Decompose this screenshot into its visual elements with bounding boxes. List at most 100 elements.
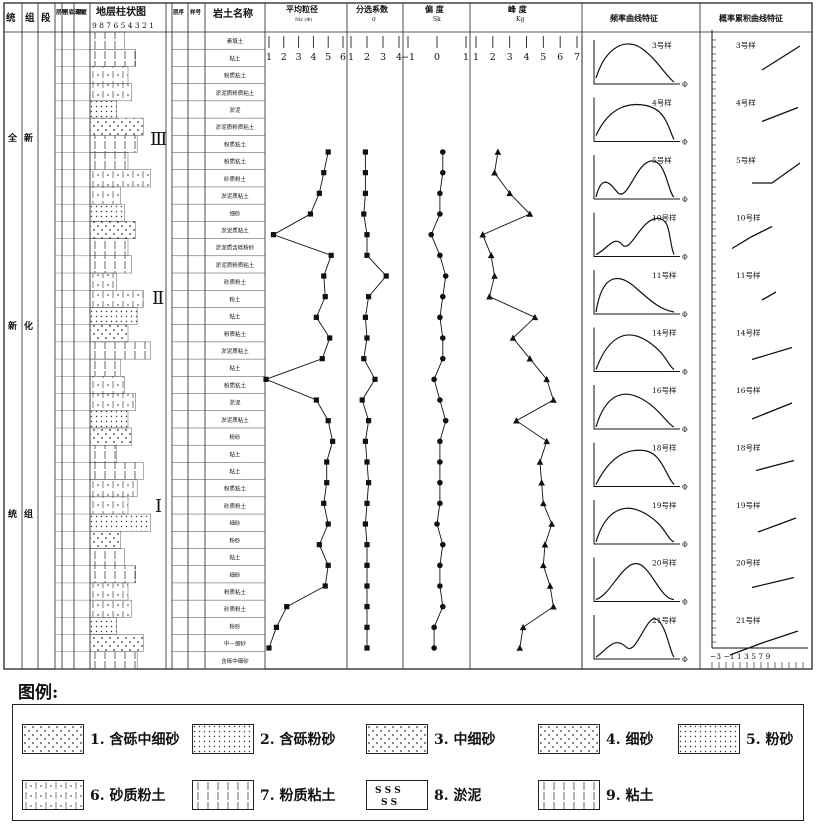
- axis-tick-label: 0: [434, 52, 440, 63]
- prob-curve: [751, 402, 793, 420]
- axis-tick-label: −1: [401, 52, 415, 63]
- prob-panel: 14号样: [736, 328, 793, 361]
- header-grain-scale: 9 8 7 6 5 4 3 2 1: [92, 21, 154, 30]
- axis-tick-label: 1: [266, 52, 272, 63]
- data-point: [536, 458, 544, 465]
- data-point: [372, 376, 378, 382]
- stratum-layer: [89, 479, 138, 498]
- stratum-layer: [89, 341, 151, 360]
- freq-curve: [595, 43, 675, 83]
- data-point: [543, 437, 550, 445]
- data-point: [362, 521, 368, 527]
- prob-sample-label: 16号样: [736, 385, 761, 395]
- prob-curve: [751, 346, 793, 361]
- svg-text:S S S: S S S: [375, 786, 401, 796]
- data-point: [540, 561, 547, 569]
- data-point: [516, 644, 524, 651]
- lithology-list: 素填土粘土粉质粘土淤泥质粉质粘土淤泥淤泥质粉质粘土粉质粘土粉质粘土砂质粉土淤泥质…: [172, 37, 265, 670]
- stratum-layer: [89, 272, 117, 291]
- data-point: [362, 438, 368, 444]
- strat-zu: 组: [24, 508, 33, 520]
- freq-curve: [595, 393, 675, 428]
- lithology-name: 粉质粘土: [224, 72, 247, 80]
- legend-item-9: 9. 粘土: [538, 780, 654, 810]
- lithology-name: 粘土: [229, 554, 241, 562]
- data-point: [437, 479, 443, 486]
- prob-curve: [761, 291, 777, 301]
- freq-sample-label: 5号样: [652, 155, 672, 165]
- data-point: [506, 189, 513, 197]
- header-mz-sub: Mz (Φ): [295, 16, 312, 23]
- data-point: [538, 479, 545, 486]
- prob-curve: [752, 162, 801, 184]
- legend-item-6: 6. 砂质粉土: [22, 780, 166, 810]
- axis-tick-label: 7: [574, 52, 580, 63]
- prob-sample-label: 10号样: [736, 213, 761, 223]
- data-point: [531, 313, 539, 321]
- freq-curve: [595, 507, 675, 543]
- legend-label-9: 9. 粘土: [606, 788, 654, 804]
- data-point: [321, 273, 327, 279]
- data-point: [541, 541, 549, 548]
- data-point: [324, 480, 330, 486]
- data-point: [366, 294, 372, 300]
- data-point: [437, 562, 443, 569]
- segment-I: Ⅰ: [155, 496, 162, 517]
- axis-tick-label: 4: [523, 52, 529, 63]
- stratum-layer: [89, 444, 117, 463]
- stratum-layer: [89, 513, 151, 532]
- prob-sample-label: 18号样: [736, 443, 761, 453]
- strat-quan: 全: [7, 132, 18, 144]
- header-sort: 分选系数: [356, 4, 389, 14]
- legend-title: 图例:: [18, 683, 59, 703]
- legend-label-3: 3. 中细砂: [434, 732, 496, 748]
- data-point: [550, 396, 557, 403]
- axis-tick-label: 3: [507, 52, 513, 63]
- data-point: [361, 356, 367, 362]
- header-zu: 组: [25, 12, 35, 24]
- stratigraphy-labels: 全 新 新 化 统 组 Ⅲ Ⅱ Ⅰ: [7, 129, 167, 520]
- prob-sample-label: 11号样: [736, 270, 761, 280]
- prob-panel: 20号样: [736, 558, 795, 589]
- legend-swatch-7: [192, 780, 254, 810]
- header-lithology: 岩土名称: [212, 7, 253, 20]
- data-point: [540, 499, 547, 507]
- data-point: [364, 500, 370, 506]
- stratum-layer: [89, 565, 136, 584]
- stratum-layer: [89, 307, 138, 325]
- lithology-name: 粉质粘土: [224, 140, 247, 148]
- data-point: [270, 232, 277, 238]
- phi-label: Φ: [682, 196, 688, 204]
- svg-text:S S: S S: [381, 798, 397, 808]
- data-point: [313, 397, 319, 403]
- strata-column: [55, 31, 151, 670]
- prob-panel: 11号样: [736, 270, 777, 301]
- header-kg-sub: Kg: [516, 16, 524, 23]
- data-point: [366, 480, 372, 486]
- data-point: [440, 603, 446, 610]
- prob-sample-label: 14号样: [736, 328, 761, 338]
- lithology-name: 淤泥质粘土: [221, 226, 249, 234]
- data-point: [325, 149, 331, 155]
- axis-tick-label: 2: [364, 52, 370, 63]
- stratum-layer: [89, 83, 132, 102]
- header-mz: 平均粒径: [286, 4, 318, 14]
- legend-swatch-8: S S S S S: [366, 780, 428, 810]
- phi-label: Φ: [682, 254, 688, 262]
- phi-label: Φ: [682, 311, 688, 319]
- data-point: [486, 293, 493, 300]
- axis-tick-label: 1: [473, 52, 479, 63]
- lithology-name: 淤泥: [229, 106, 241, 114]
- header-thickness: 厚度: [76, 8, 88, 16]
- data-point: [383, 273, 389, 279]
- data-point: [431, 645, 437, 651]
- strat-xin2: 新: [24, 132, 33, 144]
- data-point: [263, 376, 269, 382]
- prob-curve: [755, 459, 795, 472]
- data-point: [437, 190, 443, 197]
- stratum-layer: [89, 427, 132, 446]
- lithology-name: 细砂: [229, 209, 241, 217]
- data-point: [316, 542, 322, 548]
